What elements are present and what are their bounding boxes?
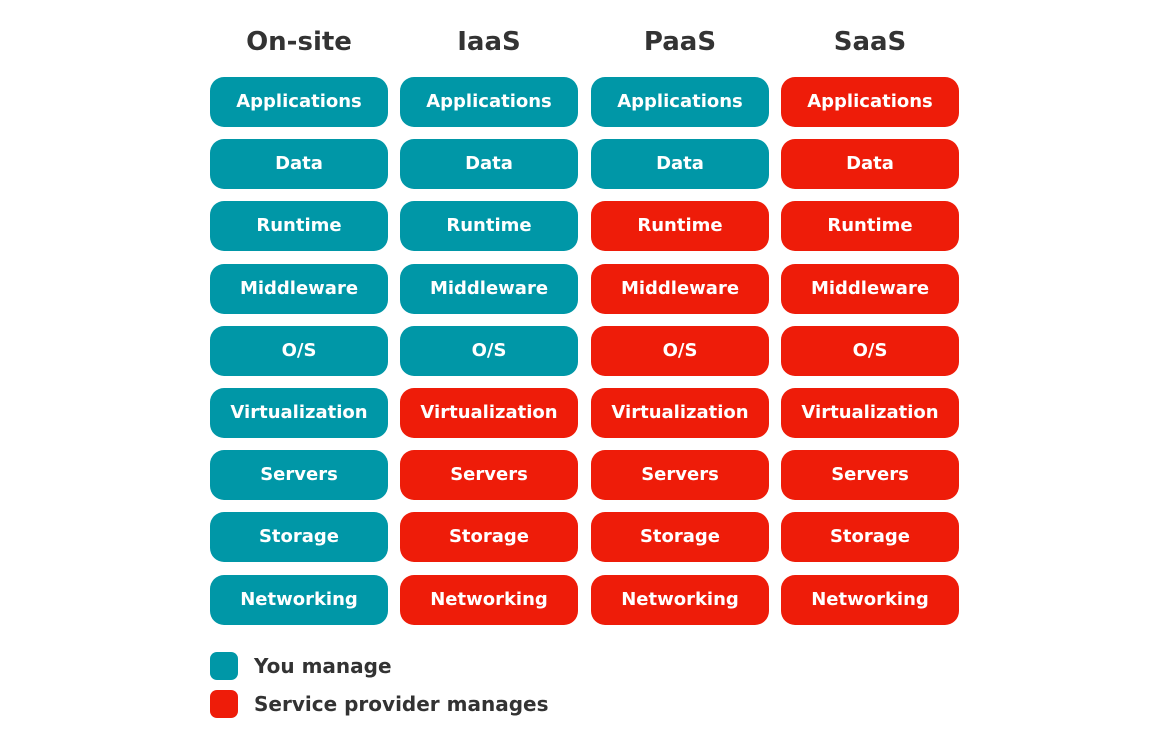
- tile-paas-servers: Servers: [591, 450, 769, 500]
- tile-on-site-networking: Networking: [210, 575, 388, 625]
- tile-iaas-virtualization: Virtualization: [400, 388, 578, 438]
- column-header-iaas: IaaS: [457, 27, 521, 57]
- tile-on-site-o-s: O/S: [210, 326, 388, 376]
- tile-saas-o-s: O/S: [781, 326, 959, 376]
- tile-paas-runtime: Runtime: [591, 201, 769, 251]
- tile-iaas-applications: Applications: [400, 77, 578, 127]
- tile-paas-virtualization: Virtualization: [591, 388, 769, 438]
- tile-on-site-runtime: Runtime: [210, 201, 388, 251]
- tile-saas-servers: Servers: [781, 450, 959, 500]
- tile-saas-storage: Storage: [781, 512, 959, 562]
- tile-paas-middleware: Middleware: [591, 264, 769, 314]
- tile-iaas-runtime: Runtime: [400, 201, 578, 251]
- tile-on-site-middleware: Middleware: [210, 264, 388, 314]
- tile-iaas-networking: Networking: [400, 575, 578, 625]
- tile-on-site-servers: Servers: [210, 450, 388, 500]
- legend-label-provider-manages: Service provider manages: [254, 692, 549, 716]
- tile-paas-o-s: O/S: [591, 326, 769, 376]
- column-header-saas: SaaS: [833, 27, 907, 57]
- tile-iaas-data: Data: [400, 139, 578, 189]
- tile-iaas-servers: Servers: [400, 450, 578, 500]
- tile-saas-data: Data: [781, 139, 959, 189]
- tile-iaas-middleware: Middleware: [400, 264, 578, 314]
- tile-saas-applications: Applications: [781, 77, 959, 127]
- tile-on-site-data: Data: [210, 139, 388, 189]
- tile-paas-data: Data: [591, 139, 769, 189]
- tile-on-site-virtualization: Virtualization: [210, 388, 388, 438]
- tile-paas-networking: Networking: [591, 575, 769, 625]
- tile-iaas-storage: Storage: [400, 512, 578, 562]
- tile-paas-storage: Storage: [591, 512, 769, 562]
- column-header-on-site: On-site: [246, 27, 352, 57]
- tile-saas-networking: Networking: [781, 575, 959, 625]
- legend-label-you-manage: You manage: [254, 654, 392, 678]
- tile-saas-runtime: Runtime: [781, 201, 959, 251]
- column-header-paas: PaaS: [643, 27, 717, 57]
- tile-saas-middleware: Middleware: [781, 264, 959, 314]
- legend-swatch-provider-manages: [210, 690, 238, 718]
- legend-swatch-you-manage: [210, 652, 238, 680]
- tile-iaas-o-s: O/S: [400, 326, 578, 376]
- tile-saas-virtualization: Virtualization: [781, 388, 959, 438]
- tile-on-site-storage: Storage: [210, 512, 388, 562]
- tile-on-site-applications: Applications: [210, 77, 388, 127]
- tile-paas-applications: Applications: [591, 77, 769, 127]
